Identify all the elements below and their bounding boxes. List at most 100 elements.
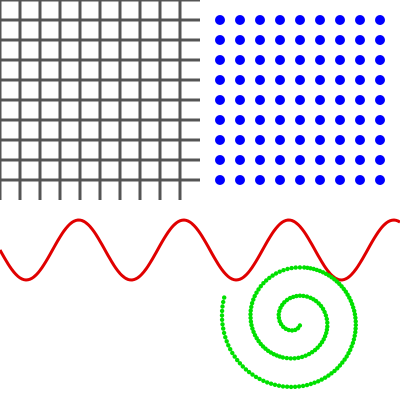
- spiral-dot: [301, 293, 306, 299]
- spiral-dot: [353, 330, 358, 335]
- spiral-dot: [323, 313, 329, 318]
- dotted-spiral: [219, 265, 358, 390]
- dot-matrix: [215, 15, 385, 185]
- spiral-dot: [277, 319, 282, 324]
- spiral-dot: [280, 384, 286, 389]
- spiral-dot: [240, 364, 245, 369]
- spiral-dot: [324, 316, 329, 322]
- matrix-dot: [295, 115, 305, 125]
- spiral-dot: [316, 379, 321, 384]
- spiral-dot: [351, 305, 356, 310]
- spiral-dot: [304, 382, 310, 388]
- matrix-dot: [315, 75, 325, 85]
- spiral-dot: [221, 326, 226, 331]
- spiral-dot: [237, 361, 243, 366]
- spiral-dot: [342, 357, 347, 362]
- spiral-dot: [243, 367, 249, 372]
- spiral-dot: [322, 309, 327, 315]
- spiral-dot: [250, 326, 255, 331]
- matrix-dot: [355, 135, 365, 145]
- matrix-dot: [295, 15, 305, 25]
- spiral-dot: [221, 299, 226, 305]
- spiral-dot: [288, 356, 293, 361]
- line-grid: [0, 0, 200, 200]
- spiral-dot: [270, 273, 275, 278]
- spiral-dot: [268, 381, 274, 386]
- spiral-dot: [249, 301, 255, 306]
- spiral-dot: [350, 340, 356, 346]
- spiral-dot: [340, 360, 345, 365]
- spiral-dot: [253, 374, 259, 380]
- spiral-dot: [308, 381, 313, 387]
- spiral-dot: [304, 294, 310, 299]
- matrix-dot: [275, 75, 285, 85]
- spiral-dot: [265, 380, 270, 385]
- matrix-dot: [295, 35, 305, 45]
- spiral-dot: [252, 293, 257, 299]
- spiral-dot: [219, 313, 225, 318]
- matrix-dot: [375, 155, 385, 165]
- spiral-dot: [221, 330, 227, 336]
- spiral-dot: [277, 308, 282, 314]
- matrix-dot: [315, 35, 325, 45]
- matrix-dot: [355, 175, 365, 185]
- spiral-dot: [272, 382, 278, 387]
- spiral-dot: [322, 375, 328, 380]
- matrix-dot: [215, 95, 225, 105]
- spiral-dot: [346, 351, 351, 356]
- matrix-dot: [315, 135, 325, 145]
- matrix-dot: [275, 155, 285, 165]
- matrix-dot: [235, 75, 245, 85]
- spiral-dot: [353, 326, 358, 331]
- spiral-dot: [235, 357, 240, 363]
- matrix-dot: [315, 155, 325, 165]
- matrix-dot: [355, 115, 365, 125]
- matrix-dot: [235, 115, 245, 125]
- matrix-dot: [375, 135, 385, 145]
- spiral-dot: [297, 293, 303, 298]
- matrix-dot: [355, 15, 365, 25]
- matrix-dot: [375, 115, 385, 125]
- spiral-dot: [230, 350, 235, 356]
- spiral-dot: [276, 315, 282, 320]
- spiral-dot: [348, 298, 353, 303]
- matrix-dot: [235, 15, 245, 25]
- spiral-dot: [299, 354, 305, 360]
- spiral-dot: [289, 328, 295, 333]
- matrix-dot: [375, 55, 385, 65]
- matrix-dot: [335, 35, 345, 45]
- spiral-dot: [325, 320, 330, 325]
- matrix-dot: [235, 155, 245, 165]
- spiral-dot: [257, 376, 262, 382]
- spiral-dot: [349, 344, 354, 349]
- spiral-dot: [261, 378, 266, 383]
- spiral-dot: [273, 271, 279, 276]
- spiral-dot: [292, 356, 297, 361]
- matrix-dot: [375, 95, 385, 105]
- matrix-dot: [255, 35, 265, 45]
- matrix-dot: [375, 75, 385, 85]
- spiral-dot: [294, 293, 299, 299]
- matrix-dot: [275, 175, 285, 185]
- matrix-dot: [335, 75, 345, 85]
- spiral-dot: [293, 265, 298, 270]
- matrix-dot: [255, 55, 265, 65]
- spiral-dot: [248, 315, 253, 321]
- spiral-dot: [349, 301, 355, 307]
- spiral-dot: [223, 335, 228, 340]
- matrix-dot: [295, 55, 305, 65]
- matrix-dot: [215, 55, 225, 65]
- matrix-dot: [235, 35, 245, 45]
- spiral-dot: [352, 312, 358, 317]
- matrix-dot: [255, 115, 265, 125]
- matrix-dot: [235, 95, 245, 105]
- matrix-dot: [275, 115, 285, 125]
- spiral-dot: [251, 329, 256, 335]
- spiral-dot: [326, 373, 331, 378]
- matrix-dot: [295, 75, 305, 85]
- matrix-dot: [255, 135, 265, 145]
- spiral-dot: [306, 351, 312, 357]
- matrix-dot: [315, 15, 325, 25]
